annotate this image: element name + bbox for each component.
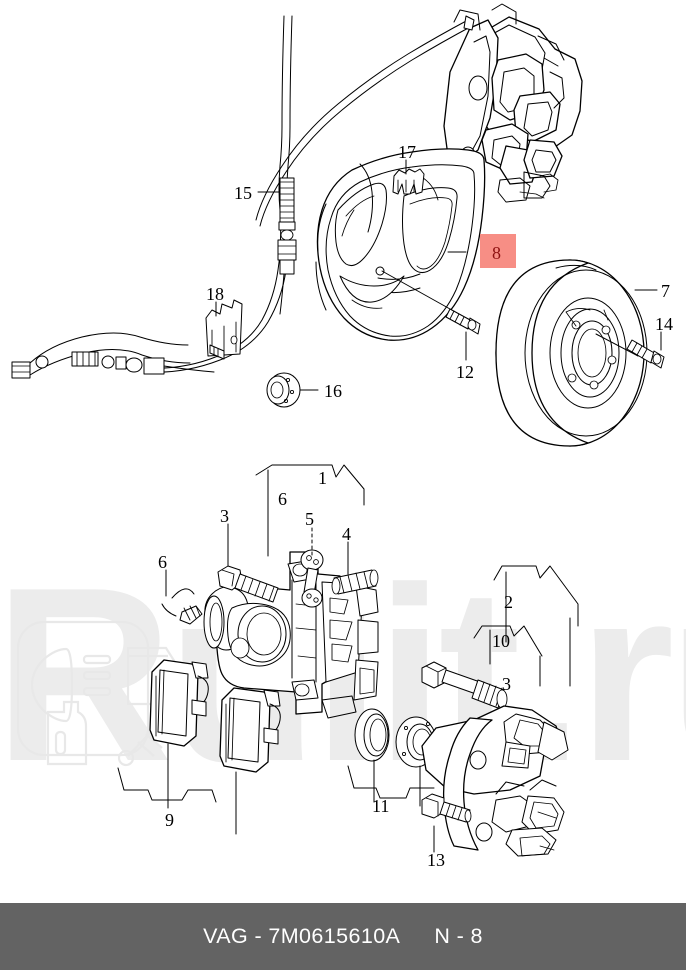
piston-seal-ring bbox=[354, 708, 390, 762]
cable-bracket-18 bbox=[205, 299, 243, 360]
spring-clip-left bbox=[161, 588, 203, 625]
upper-caliper-assembly bbox=[443, 3, 583, 203]
carrier-guide-bolt bbox=[421, 661, 508, 709]
footer-content: VAG - 7M0615610A N - 8 bbox=[203, 924, 483, 949]
callout-1: 1 bbox=[318, 468, 327, 488]
footer-part-number: VAG - 7M0615610A bbox=[203, 924, 401, 948]
callout-6-lower: 6 bbox=[158, 552, 167, 572]
shield-retaining-clip bbox=[392, 168, 425, 195]
callout-8-highlighted: 8 bbox=[492, 243, 501, 263]
lower-group-brackets bbox=[117, 464, 579, 835]
upper-callout-leaders bbox=[215, 159, 662, 361]
callout-2: 2 bbox=[504, 592, 513, 612]
callout-12: 12 bbox=[456, 362, 474, 382]
callout-14: 14 bbox=[655, 314, 673, 334]
brake-disc bbox=[495, 259, 648, 447]
auto-parts-logo bbox=[16, 620, 182, 767]
callout-10: 10 bbox=[492, 631, 510, 651]
disc-securing-screw bbox=[595, 333, 665, 369]
handbrake-cable bbox=[145, 15, 297, 373]
highlight-box-part-8 bbox=[480, 234, 516, 268]
callout-3-lower: 3 bbox=[502, 674, 511, 694]
cable-grommet bbox=[266, 372, 319, 408]
callout-3-upper: 3 bbox=[220, 506, 229, 526]
callout-18: 18 bbox=[206, 284, 224, 304]
exploded-parts-diagram: 15 17 8 7 14 12 18 16 bbox=[11, 3, 673, 870]
footer-page-reference: N - 8 bbox=[434, 924, 483, 948]
bleeder-sleeve bbox=[331, 569, 379, 595]
brake-pad-outer bbox=[149, 659, 209, 747]
callout-4: 4 bbox=[342, 524, 351, 544]
cable-lever bbox=[300, 549, 324, 608]
callout-16: 16 bbox=[324, 381, 342, 401]
callout-11: 11 bbox=[372, 796, 389, 816]
caliper-housing bbox=[203, 551, 379, 719]
callout-5: 5 bbox=[305, 509, 314, 529]
lower-diagram: 1 6 3 5 4 6 2 10 3 9 11 13 bbox=[117, 464, 579, 870]
lower-callout-leaders bbox=[165, 523, 435, 853]
footer-bar: VAG - 7M0615610A N - 8 bbox=[0, 903, 686, 970]
guide-bolt-upper bbox=[217, 565, 279, 603]
callout-13: 13 bbox=[427, 850, 445, 870]
callout-6-upper: 6 bbox=[278, 489, 287, 509]
callout-7: 7 bbox=[661, 281, 670, 301]
carrier-mounting-bolt bbox=[421, 793, 472, 823]
brake-pad-inner bbox=[219, 687, 281, 773]
brake-splash-shield bbox=[315, 148, 486, 341]
callout-17: 17 bbox=[398, 142, 416, 162]
abs-sensor-wire bbox=[11, 332, 215, 379]
shield-bolt bbox=[381, 270, 481, 335]
callout-9: 9 bbox=[165, 810, 174, 830]
callout-15: 15 bbox=[234, 183, 252, 203]
caliper-carrier-bracket bbox=[421, 705, 569, 857]
upper-diagram: 15 17 8 7 14 12 18 16 bbox=[11, 3, 673, 447]
